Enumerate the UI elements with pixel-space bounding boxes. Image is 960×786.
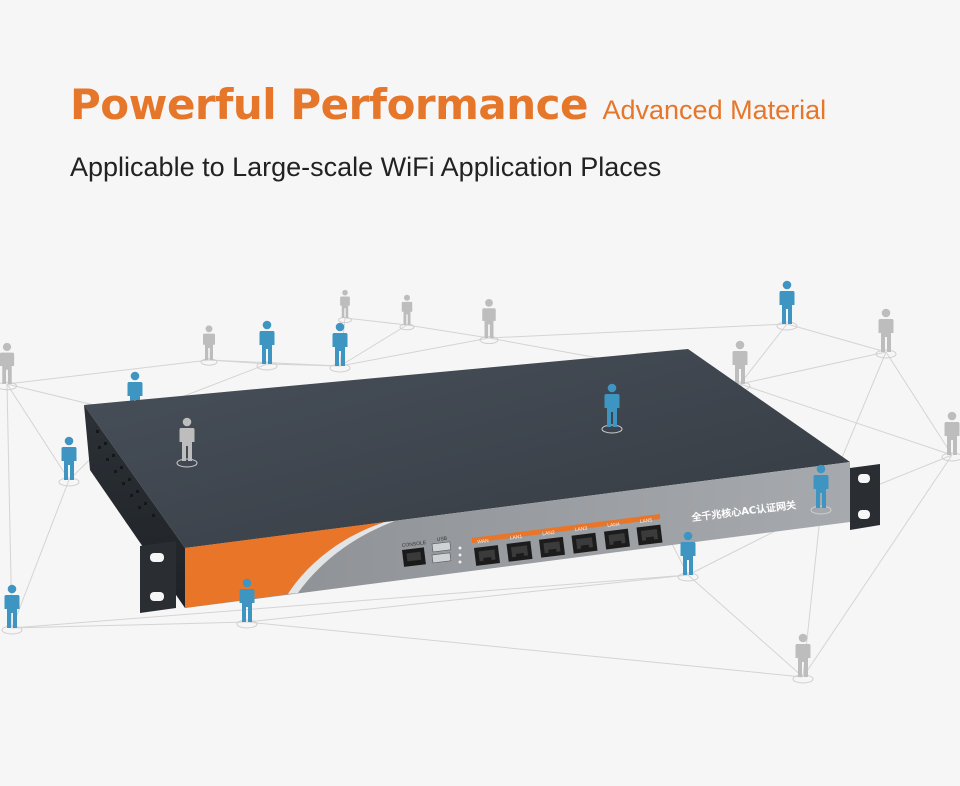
network-link bbox=[739, 351, 887, 385]
rack-ear-left bbox=[140, 541, 176, 613]
port-label: LAN1 bbox=[509, 534, 522, 542]
port-label: WAN bbox=[477, 538, 490, 545]
port-header-bar bbox=[472, 514, 660, 543]
ethernet-port: LAN2 bbox=[539, 530, 566, 558]
user-node bbox=[338, 289, 352, 324]
network-link bbox=[739, 383, 953, 456]
ethernet-port: LAN5 bbox=[636, 518, 663, 546]
port-label: LAN4 bbox=[607, 522, 620, 530]
network-link bbox=[802, 454, 953, 678]
network-link bbox=[11, 621, 248, 629]
page-subtitle: Advanced Material bbox=[602, 95, 827, 125]
network-link bbox=[246, 574, 689, 623]
network-link bbox=[6, 383, 70, 481]
ethernet-port: LAN3 bbox=[571, 526, 598, 554]
network-link bbox=[344, 317, 408, 326]
user-node bbox=[58, 436, 80, 487]
user-icon bbox=[944, 411, 960, 455]
network-link bbox=[11, 574, 689, 629]
network-link bbox=[739, 323, 788, 385]
tagline: Applicable to Large-scale WiFi Applicati… bbox=[70, 152, 662, 182]
user-icon bbox=[0, 342, 15, 384]
user-icon bbox=[259, 320, 275, 364]
user-icon bbox=[795, 633, 811, 677]
headline: Powerful Performance Advanced Material bbox=[70, 80, 826, 129]
ethernet-port: WAN bbox=[473, 538, 501, 566]
user-node bbox=[200, 325, 218, 366]
port-label: LAN3 bbox=[574, 526, 587, 534]
user-node bbox=[1, 584, 23, 635]
user-node bbox=[236, 578, 258, 629]
rack-ear-right bbox=[850, 464, 880, 530]
usb-label: USB bbox=[437, 536, 449, 543]
port-label: LAN5 bbox=[639, 518, 652, 526]
network-link bbox=[11, 479, 70, 629]
network-nodes-front bbox=[1, 383, 832, 684]
user-icon bbox=[401, 294, 413, 325]
user-icon bbox=[482, 299, 496, 338]
user-icon bbox=[203, 325, 215, 360]
page-title: Powerful Performance bbox=[70, 80, 589, 129]
ethernet-port: LAN1 bbox=[506, 534, 533, 562]
side-vents bbox=[96, 430, 155, 517]
user-node bbox=[810, 464, 832, 515]
user-node bbox=[677, 531, 699, 582]
network-link bbox=[687, 574, 804, 678]
user-icon bbox=[61, 436, 77, 480]
ethernet-ports: WAN LAN1 LAN2 LAN3 LAN4 LAN5 bbox=[473, 518, 663, 566]
network-link bbox=[339, 337, 490, 367]
network-link bbox=[406, 324, 490, 339]
usb-port-icon bbox=[431, 541, 452, 553]
user-icon bbox=[340, 289, 350, 318]
user-node bbox=[256, 320, 278, 371]
user-node bbox=[0, 342, 17, 391]
user-node bbox=[479, 299, 499, 345]
network-link bbox=[339, 324, 408, 367]
user-node bbox=[792, 633, 814, 684]
network-link bbox=[885, 351, 953, 456]
user-node bbox=[399, 294, 415, 331]
user-icon bbox=[878, 308, 894, 352]
user-icon bbox=[779, 280, 795, 324]
network-link bbox=[246, 621, 804, 678]
user-node bbox=[875, 308, 897, 359]
network-nodes-back bbox=[0, 280, 960, 487]
user-icon bbox=[332, 322, 348, 366]
ethernet-port: LAN4 bbox=[604, 522, 631, 550]
user-node bbox=[941, 411, 960, 462]
network-link bbox=[786, 323, 887, 353]
user-node bbox=[176, 417, 198, 468]
user-node bbox=[601, 383, 623, 434]
network-link bbox=[6, 359, 210, 385]
console-label: CONSOLE bbox=[402, 540, 428, 549]
network-link bbox=[488, 323, 788, 339]
user-node bbox=[776, 280, 798, 331]
usb-port-icon bbox=[431, 552, 452, 564]
device-top-panel bbox=[84, 349, 850, 548]
port-label: LAN2 bbox=[542, 530, 555, 538]
user-node bbox=[329, 322, 351, 373]
orange-swoosh bbox=[185, 522, 385, 608]
led-indicator-icon bbox=[457, 545, 463, 565]
